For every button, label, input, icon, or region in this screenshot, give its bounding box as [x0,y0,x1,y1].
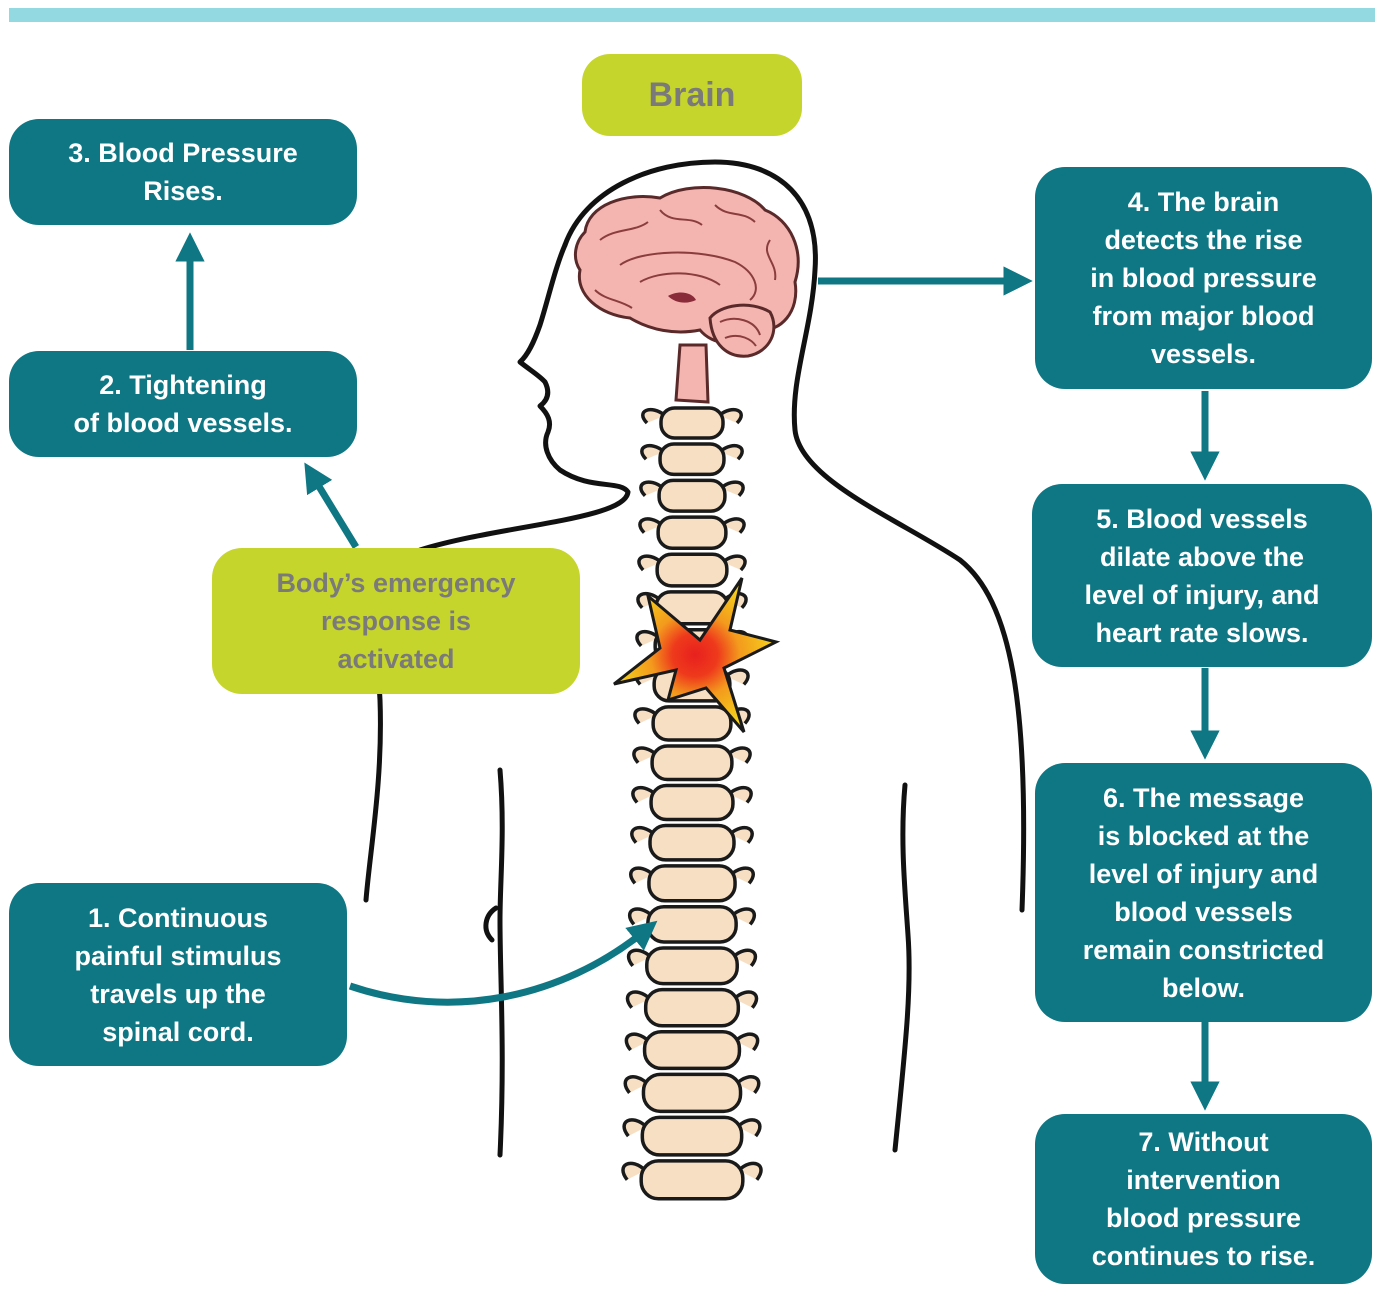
vertebra [642,444,742,474]
vertebra [624,1117,760,1154]
vertebra [626,1032,757,1069]
arrow-emergency-to-2 [312,475,356,547]
vertebra [629,948,756,984]
step-1-box: 1. Continuous painful stimulus travels u… [9,883,347,1066]
spine-icon [623,408,761,1199]
vertebra [639,554,745,586]
vertebra [630,907,755,942]
vertebra [627,990,756,1026]
vertebra [633,786,751,820]
brain-label: Brain [582,54,802,136]
step-7-box: 7. Without intervention blood pressure c… [1035,1114,1372,1284]
emergency-response-label: Body’s emergency response is activated [212,548,580,694]
step-5-box: 5. Blood vessels dilate above the level … [1032,484,1372,667]
vertebra [632,826,752,860]
vertebra [623,1161,761,1199]
vertebra [641,480,743,511]
step-2-box: 2. Tightening of blood vessels. [9,351,357,457]
step-6-box: 6. The message is blocked at the level o… [1035,763,1372,1022]
vertebra [631,866,754,901]
vertebra [640,517,744,548]
brain-icon [575,188,798,402]
vertebra [643,408,741,438]
step-4-box: 4. The brain detects the rise in blood p… [1035,167,1372,389]
vertebra [625,1074,759,1111]
step-3-box: 3. Blood Pressure Rises. [9,119,357,225]
vertebra [634,746,750,780]
